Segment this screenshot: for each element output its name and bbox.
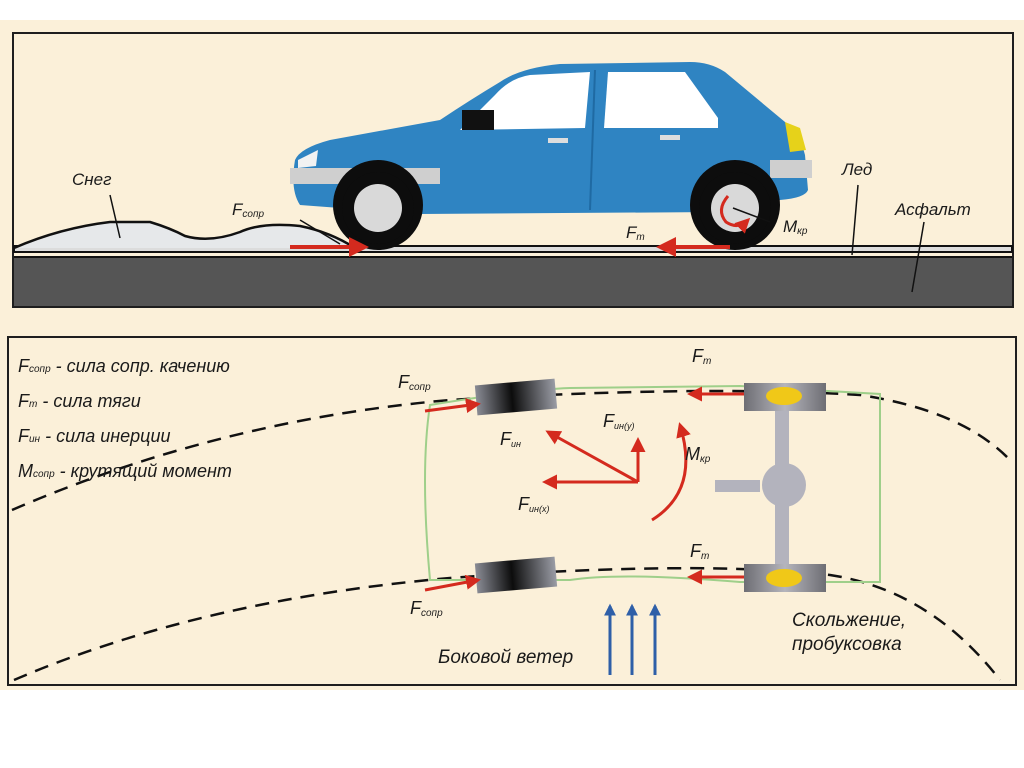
legend-symbol: M [18, 461, 33, 481]
top-panel: Снег Лед Асфальт Fсопр Fт Mкр [12, 32, 1014, 308]
legend-item: Mсопр - крутящий момент [18, 461, 232, 481]
subscript: сопр [409, 382, 431, 393]
asphalt-leader [911, 221, 925, 293]
legend-subscript: сопр [33, 469, 55, 480]
inertia-arrow [545, 430, 639, 484]
m-torque-top-view-label: Mкр [685, 444, 711, 465]
rear-left-hub [766, 387, 802, 405]
front-left-wheel [474, 378, 558, 416]
yaw-torque-arrow [651, 422, 691, 522]
legend-text: - крутящий момент [55, 461, 232, 481]
ice-layer [13, 245, 1013, 253]
tail-light [785, 122, 806, 152]
f-inertia-label: Fин [500, 429, 521, 449]
m-torque-symbol: M [783, 217, 798, 236]
symbol: F [692, 346, 704, 366]
f-rolling-subscript: сопр [242, 209, 264, 220]
legend-text: - сила тяги [37, 391, 140, 411]
legend-symbol: F [18, 356, 30, 376]
symbol: F [518, 494, 530, 514]
rolling-resistance-arrow-left [424, 398, 481, 414]
rear-window [604, 72, 718, 128]
rear-bumper [770, 160, 812, 178]
asphalt-layer [14, 258, 1012, 306]
bottom-panel: Fсопр - сила сопр. качению Fт - сила тяг… [7, 336, 1017, 686]
subscript: сопр [421, 608, 443, 619]
subscript: т [701, 551, 709, 562]
f-traction-subscript: т [636, 232, 644, 243]
trajectory-lower [13, 566, 1001, 682]
legend-subscript: т [29, 399, 37, 410]
slip-label-line1: Скольжение, [792, 610, 906, 631]
snow-drift [14, 222, 355, 248]
legend-text: - сила сопр. качению [51, 356, 230, 376]
torque-leader [732, 207, 771, 223]
legend-subscript: ин [29, 434, 41, 445]
ice-label: Лед [841, 160, 872, 179]
legend-symbol: F [18, 426, 30, 446]
differential [762, 463, 806, 507]
door-handle-rear [660, 135, 680, 140]
car-side-view [290, 62, 812, 250]
legend-subscript: сопр [29, 364, 51, 375]
subscript: ин(х) [529, 504, 549, 514]
f-traction-label: Fт [626, 223, 645, 243]
door-handle-front [548, 138, 568, 143]
rear-right-hub [766, 569, 802, 587]
front-right-wheel [474, 556, 558, 594]
driveshaft [715, 480, 760, 492]
m-torque-label: Mкр [783, 217, 808, 237]
torque-arrow [720, 195, 751, 234]
asphalt-label: Асфальт [894, 200, 971, 219]
symbol: F [603, 411, 615, 431]
ice-leader [851, 184, 859, 256]
f-rolling-symbol: F [232, 200, 244, 219]
subscript: ин [511, 439, 521, 449]
symbol: F [398, 372, 410, 392]
subscript: кр [700, 454, 711, 465]
legend-item: Fсопр - сила сопр. качению [18, 356, 230, 376]
f-rolling-label: Fсопр [232, 200, 264, 220]
slip-label-line2: пробуксовка [792, 634, 902, 655]
snow-label: Снег [72, 170, 111, 189]
symbol: M [685, 444, 700, 464]
snow-outline [13, 220, 356, 250]
symbol: F [690, 541, 702, 561]
legend-text: - сила инерции [40, 426, 170, 446]
symbol: F [410, 598, 422, 618]
headlight [298, 150, 318, 168]
subscript: т [703, 356, 711, 367]
f-traction-bottom-label: Fт [690, 541, 709, 562]
door-line [589, 69, 596, 211]
m-torque-subscript: кр [797, 226, 808, 237]
f-traction-top-label: Fт [692, 346, 711, 367]
f-traction-symbol: F [626, 223, 638, 242]
f-inertia-y-label: Fин(у) [603, 411, 634, 431]
legend-item: Fин - сила инерции [18, 426, 171, 446]
legend-item: Fт - сила тяги [18, 391, 141, 411]
rolling-resistance-arrow-right [424, 574, 481, 592]
legend-symbol: F [18, 391, 30, 411]
side-mirror [462, 110, 494, 130]
front-hub [354, 184, 402, 232]
symbol: F [500, 429, 512, 449]
trajectory-upper [11, 389, 1009, 512]
legend: Fсопр - сила сопр. качению Fт - сила тяг… [18, 356, 232, 481]
f-rolling-bottom-label: Fсопр [410, 598, 443, 619]
snow-leader [109, 194, 121, 239]
rolling-resistance-leader [299, 219, 341, 245]
f-rolling-top-label: Fсопр [398, 372, 431, 393]
side-wind-label: Боковой ветер [438, 647, 573, 668]
f-inertia-x-label: Fин(х) [518, 494, 549, 514]
subscript: ин(у) [614, 421, 634, 431]
